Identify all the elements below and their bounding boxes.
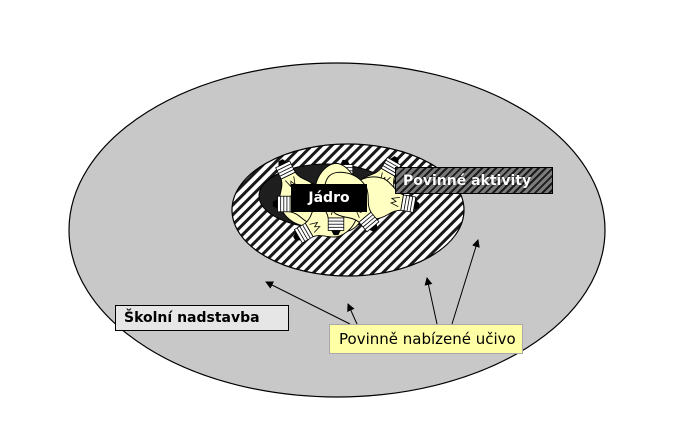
activities-label: Povinné aktivity	[395, 167, 553, 194]
arrow	[424, 277, 438, 325]
offered-curriculum-label: Povinně nabízené učivo	[329, 324, 523, 354]
school-extension-label: Školní nadstavba	[115, 305, 289, 331]
arrow	[347, 303, 358, 325]
arrow	[451, 239, 480, 325]
arrow	[265, 281, 351, 325]
core-label: Jádro	[291, 184, 367, 212]
